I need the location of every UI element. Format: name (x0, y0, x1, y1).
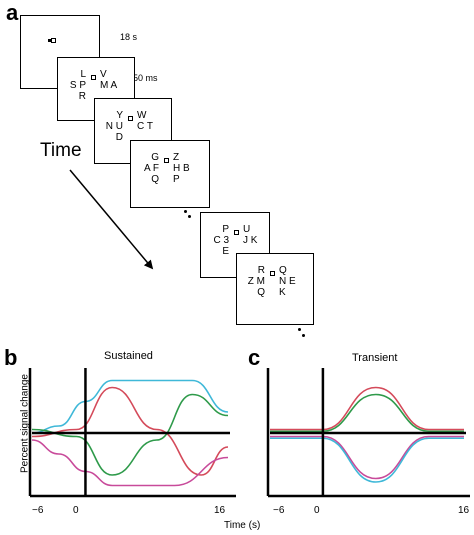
fixation-square (164, 158, 169, 163)
letter-group-left: G (151, 152, 159, 163)
series-line-2 (270, 393, 464, 433)
ellipsis-dot (188, 215, 191, 218)
letter-group-left: S P (69, 80, 86, 91)
letter-group-right: Q (279, 265, 287, 276)
panel-a-letter: a (6, 0, 19, 25)
time-arrow (69, 169, 154, 270)
series-line-1 (31, 379, 229, 434)
letter-group-left: R (257, 265, 265, 276)
letter-group-left: Q (151, 174, 159, 185)
letter-group-right: N E (279, 276, 296, 287)
letter-group-left: Q (257, 287, 265, 298)
letter-group-left: Z M (247, 276, 265, 287)
fixation-dot (48, 39, 51, 42)
series-line-4 (31, 439, 229, 487)
panel-c-tick-0: 0 (314, 505, 320, 516)
series-line-1 (270, 386, 464, 431)
panel-c-letter: c (248, 345, 261, 370)
letter-group-right: V (100, 69, 107, 80)
letter-group-left: N U (105, 121, 123, 132)
letter-group-right: H B (173, 163, 190, 174)
letter-group-right: C T (137, 121, 153, 132)
letter-group-left: A F (143, 163, 159, 174)
series-line-3 (31, 393, 229, 476)
time-label: Time (40, 140, 82, 161)
letter-group-right: Z (173, 152, 180, 163)
fixation-square (51, 38, 56, 43)
x-axis-label: Time (s) (224, 520, 261, 531)
fixation-square (91, 75, 96, 80)
fixation-square (270, 271, 275, 276)
letter-group-right: U (243, 224, 251, 235)
letter-group-left: L (80, 69, 86, 80)
panel-c-tick-16: 16 (458, 505, 470, 516)
stimulus-frame: G Z A F H B Q P (130, 140, 210, 208)
series-line-2 (31, 386, 229, 476)
letter-group-right: J K (243, 235, 258, 246)
fixation-square (234, 230, 239, 235)
panel-b-tick-neg6: −6 (32, 505, 44, 516)
letter-group-left: D (115, 132, 123, 143)
letter-group-left: Y (116, 110, 123, 121)
transient-chart (266, 368, 470, 498)
letter-group-right: K (279, 287, 286, 298)
ellipsis-dot (184, 210, 187, 213)
letter-group-left: R (78, 91, 86, 102)
duration-18s: 18 s (120, 32, 138, 42)
letter-group-left: C 3 (213, 235, 229, 246)
letter-group-left: E (222, 246, 229, 257)
letter-group-right: P (173, 174, 180, 185)
fixation-square (128, 116, 133, 121)
series-line-4 (270, 437, 464, 483)
series-line-3 (269, 435, 464, 480)
ellipsis-dot (302, 334, 305, 337)
panel-c-tick-neg6: −6 (273, 505, 285, 516)
panel-c-title: Transient (352, 352, 398, 364)
panel-b-letter: b (4, 345, 18, 370)
ellipsis-dot (298, 328, 301, 331)
letter-group-right: M A (100, 80, 118, 91)
sustained-chart (28, 368, 236, 498)
panel-b-title: Sustained (104, 350, 153, 362)
panel-b-tick-16: 16 (214, 505, 226, 516)
letter-group-right: W (137, 110, 147, 121)
panel-b-tick-0: 0 (73, 505, 79, 516)
letter-group-left: P (222, 224, 229, 235)
duration-250ms: 250 ms (128, 73, 158, 83)
